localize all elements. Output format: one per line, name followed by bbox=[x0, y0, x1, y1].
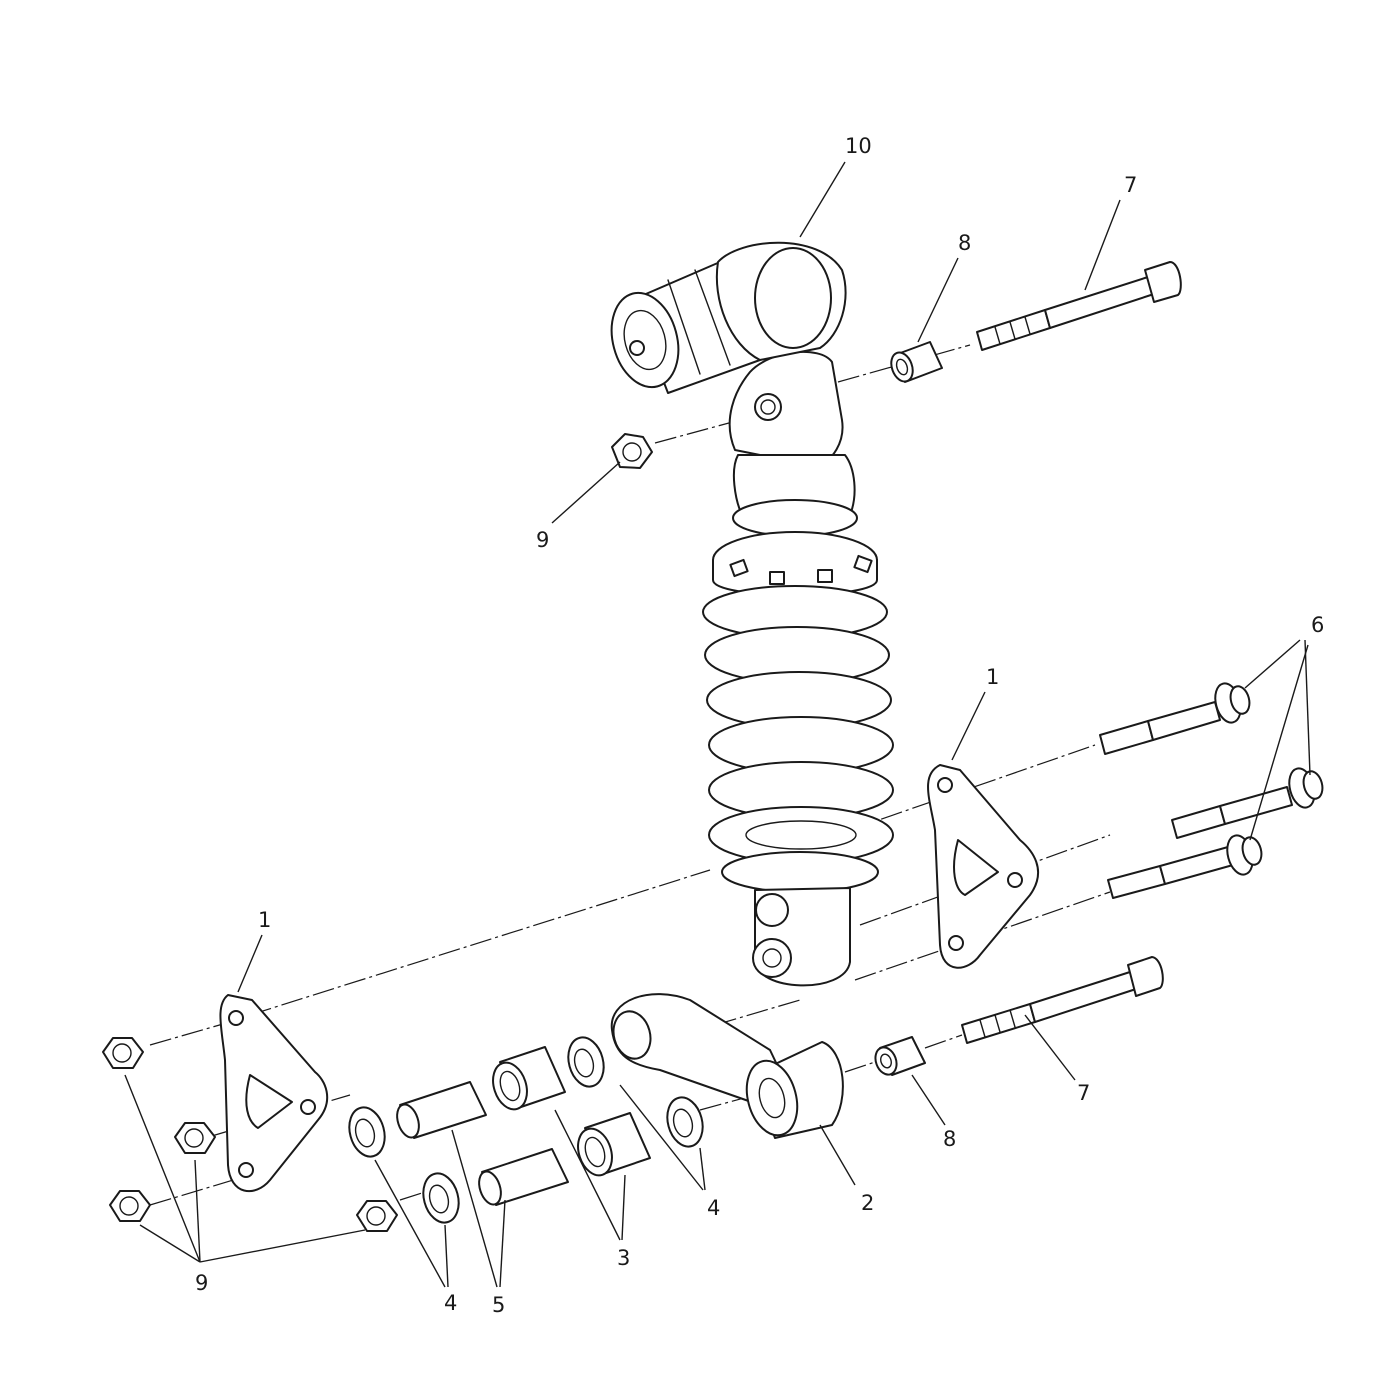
callout-8-lower: 8 bbox=[943, 1127, 956, 1151]
rear-shock-absorber bbox=[610, 241, 894, 987]
washer-2 bbox=[422, 1172, 460, 1224]
callout-1-left: 1 bbox=[258, 908, 271, 932]
flange-nut-2 bbox=[174, 1122, 216, 1154]
left-mounting-plate bbox=[219, 994, 329, 1193]
lower-mounting-bolt bbox=[961, 956, 1164, 1044]
callout-7-lower: 7 bbox=[1077, 1081, 1090, 1105]
callout-10: 10 bbox=[845, 134, 872, 158]
flange-nut-1 bbox=[102, 1037, 144, 1069]
lower-spacer bbox=[874, 1036, 926, 1076]
sleeve-lower bbox=[478, 1148, 569, 1206]
right-bolt-lower bbox=[1107, 834, 1263, 899]
callout-9-lower: 9 bbox=[195, 1271, 208, 1295]
needle-bearings bbox=[492, 1046, 651, 1177]
right-bolt-upper bbox=[1099, 682, 1251, 755]
sleeves bbox=[396, 1081, 569, 1206]
preload-collar-lugs bbox=[729, 554, 873, 585]
callout-5: 5 bbox=[492, 1293, 505, 1317]
upper-flange-nut bbox=[611, 433, 653, 469]
linkage-arm bbox=[610, 993, 844, 1139]
callout-3: 3 bbox=[617, 1246, 630, 1270]
bearing-upper bbox=[492, 1046, 566, 1111]
callout-9-upper: 9 bbox=[536, 528, 549, 552]
callout-1-right: 1 bbox=[986, 665, 999, 689]
bearing-lower bbox=[577, 1112, 651, 1177]
callout-2: 2 bbox=[861, 1191, 874, 1215]
callout-4-right: 4 bbox=[707, 1196, 720, 1220]
callout-labels: 10 7 8 9 6 1 1 7 8 2 4 3 5 4 9 bbox=[195, 134, 1324, 1317]
right-mounting-plate bbox=[927, 764, 1040, 969]
flange-nut-3 bbox=[109, 1190, 151, 1222]
washers bbox=[348, 1036, 704, 1224]
sleeve-upper bbox=[396, 1081, 487, 1139]
callout-7-upper: 7 bbox=[1124, 173, 1137, 197]
callout-6: 6 bbox=[1311, 613, 1324, 637]
leader-lines bbox=[124, 161, 1311, 1288]
callout-8-upper: 8 bbox=[958, 231, 971, 255]
callout-4-left: 4 bbox=[444, 1291, 457, 1315]
flange-nut-4 bbox=[356, 1200, 398, 1232]
right-bolts bbox=[1099, 682, 1324, 899]
coil-spring bbox=[702, 585, 894, 864]
upper-mounting-bolt bbox=[976, 261, 1182, 351]
washer-3 bbox=[567, 1036, 605, 1088]
left-flange-nuts bbox=[102, 1037, 398, 1232]
washer-4 bbox=[666, 1096, 704, 1148]
upper-spacer bbox=[890, 341, 943, 383]
washer-1 bbox=[348, 1106, 386, 1158]
right-bolt-middle bbox=[1171, 767, 1324, 839]
